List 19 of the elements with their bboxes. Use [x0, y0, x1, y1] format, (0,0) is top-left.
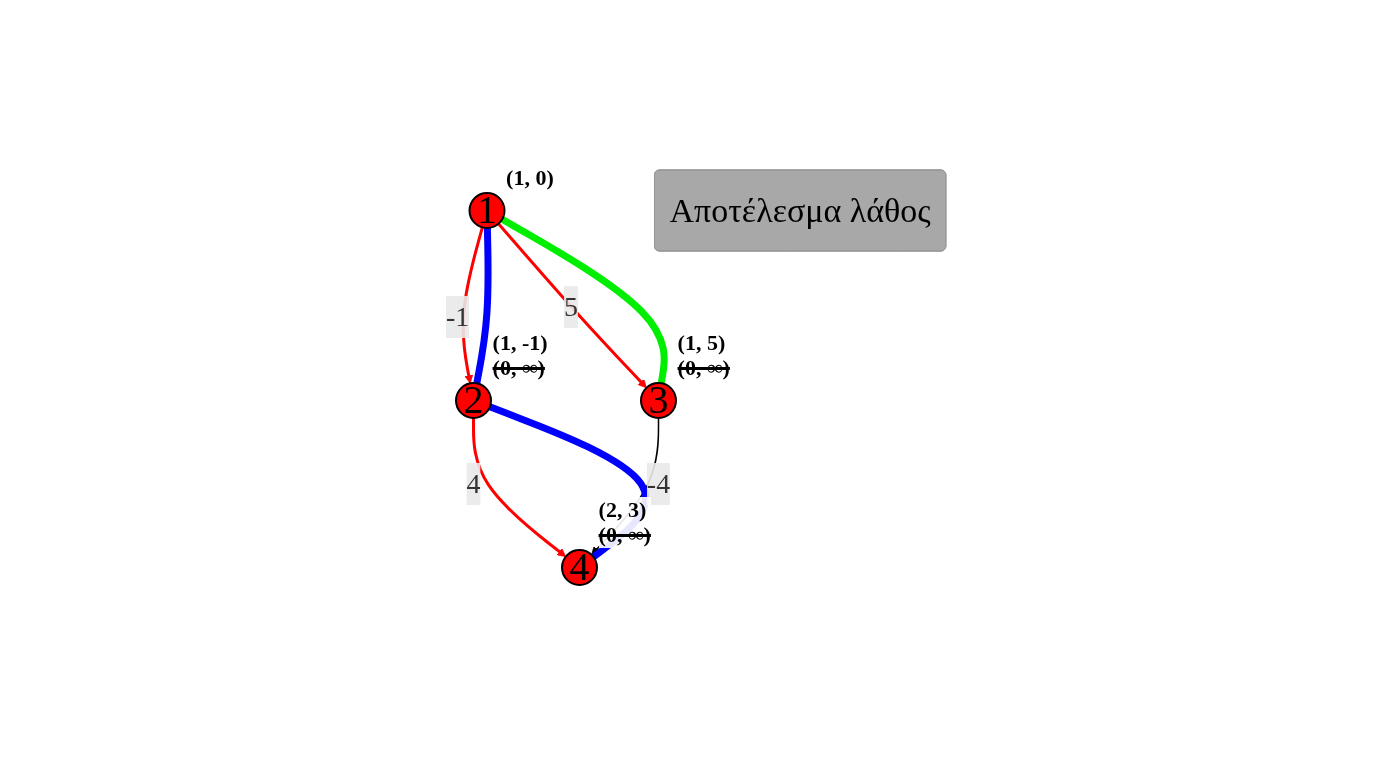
- edge-label: -1: [445, 301, 469, 333]
- connector: [472, 228, 492, 385]
- arrow: [496, 222, 647, 389]
- node-caption: (2, 3): [598, 497, 648, 523]
- connector: [500, 216, 668, 385]
- node-circle: 4: [560, 549, 598, 587]
- arrow: [471, 418, 566, 558]
- node-circle: 3: [639, 382, 677, 420]
- node-circle: 2: [454, 382, 492, 420]
- node-caption: (1, 5): [677, 330, 727, 356]
- node-caption: (1, 0): [506, 165, 554, 191]
- node-caption: (1, -1): [492, 330, 548, 356]
- struck-node-caption: (0, ∞): [598, 522, 651, 548]
- edge-label: 4: [466, 468, 481, 500]
- node-circle: 1: [468, 192, 506, 230]
- edge-label: -4: [646, 468, 670, 500]
- struck-node-caption: (0, ∞): [492, 355, 546, 381]
- struck-node-caption: (0, ∞): [677, 355, 730, 381]
- edge-label: 5: [563, 291, 578, 323]
